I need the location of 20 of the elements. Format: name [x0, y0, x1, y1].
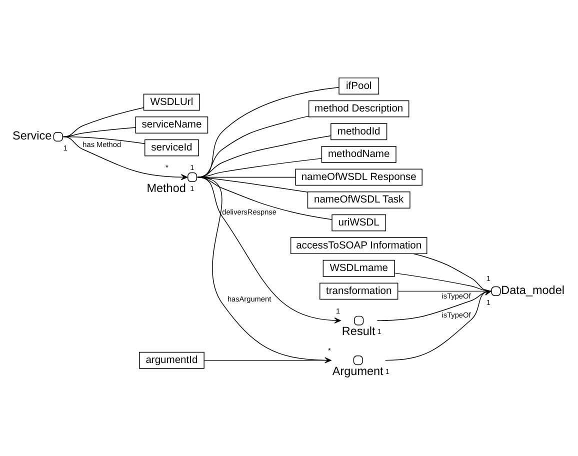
edge-label: isTypeOf — [442, 291, 471, 300]
node-label: Data_model — [501, 283, 564, 296]
label: 1 — [63, 143, 68, 152]
edge-label: isTypeOf — [442, 310, 471, 320]
node-label: Method — [146, 181, 186, 194]
label: 1 — [377, 326, 382, 336]
label: 1 — [190, 162, 194, 172]
label: 1 — [486, 273, 491, 282]
label: 1 — [486, 298, 491, 307]
edge-label: hasArgument — [227, 294, 272, 303]
label: 1 — [385, 366, 390, 376]
label: * — [165, 162, 168, 172]
label: 1 — [336, 306, 340, 315]
node-label: Service — [12, 129, 52, 142]
label: 1 — [190, 183, 194, 192]
node-label: Argument — [332, 364, 384, 378]
edge-label: deliversRespnse — [222, 207, 276, 216]
label: * — [328, 345, 331, 354]
node-label: Result — [342, 324, 376, 338]
edge-label: has Method — [82, 140, 122, 149]
